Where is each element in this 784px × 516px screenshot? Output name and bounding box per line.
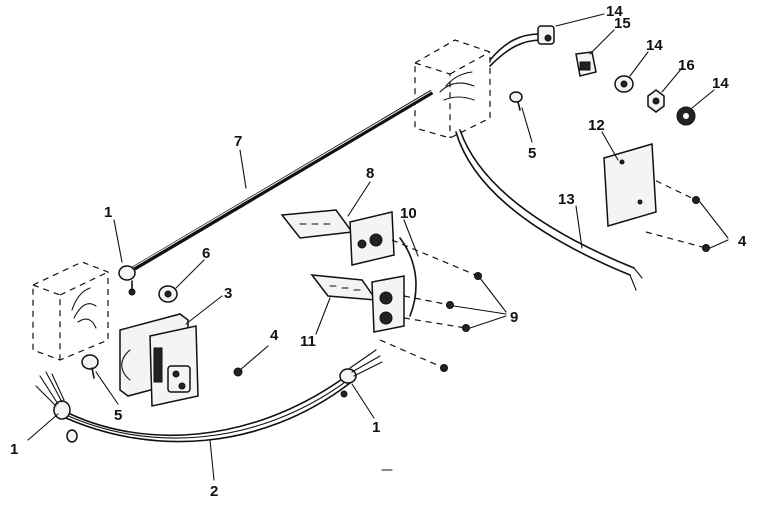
label-11: 11: [300, 333, 316, 350]
label-5-left: 5: [114, 407, 122, 424]
label-14-c: 14: [712, 75, 729, 92]
label-2: 2: [210, 483, 218, 500]
label-14-b: 14: [646, 37, 663, 54]
label-4-center: 4: [270, 327, 279, 344]
terminal-block-3: [119, 313, 199, 407]
label-12: 12: [588, 117, 605, 134]
leader-lines: [27, 13, 729, 481]
label-6: 6: [202, 245, 210, 262]
washer-14-b: [676, 106, 696, 126]
label-13: 13: [558, 191, 575, 208]
label-9: 9: [510, 309, 518, 326]
washer-14-a: [614, 75, 634, 93]
label-5-upper: 5: [528, 145, 536, 162]
cover-plate-12: [603, 143, 657, 227]
label-10: 10: [400, 205, 417, 222]
label-15: 15: [614, 15, 631, 32]
label-4-right: 4: [738, 233, 747, 250]
label-3: 3: [224, 285, 232, 302]
nut-16: [647, 89, 665, 113]
cable-13: [455, 129, 643, 291]
wire-harness-2: [35, 349, 383, 443]
screw-5-upper: [509, 91, 523, 111]
cable-clamp-upper-left: [118, 265, 136, 296]
screws-9: [379, 239, 482, 372]
left-junction-box: [32, 261, 109, 361]
label-14-a: 14: [606, 3, 623, 20]
label-7: 7: [234, 133, 242, 150]
bracket-11: [310, 274, 405, 333]
nut-6: [158, 285, 178, 303]
top-lead-with-plug: [489, 25, 555, 67]
bracket-8: [280, 209, 395, 266]
cable-7: [126, 88, 436, 275]
label-1-left: 1: [10, 441, 18, 458]
label-1-right: 1: [372, 419, 380, 436]
upper-junction-box: [414, 39, 491, 139]
label-8: 8: [366, 165, 374, 182]
label-16: 16: [678, 57, 695, 74]
screw-5-left: [81, 354, 99, 379]
screws-4-right: [645, 175, 710, 252]
label-1-top: 1: [104, 204, 112, 221]
part-labels: 1 1 1 2 3 4 4 5 5 6 7 8 9 10 11 12 13 14…: [10, 3, 747, 500]
clip-15: [575, 51, 597, 77]
